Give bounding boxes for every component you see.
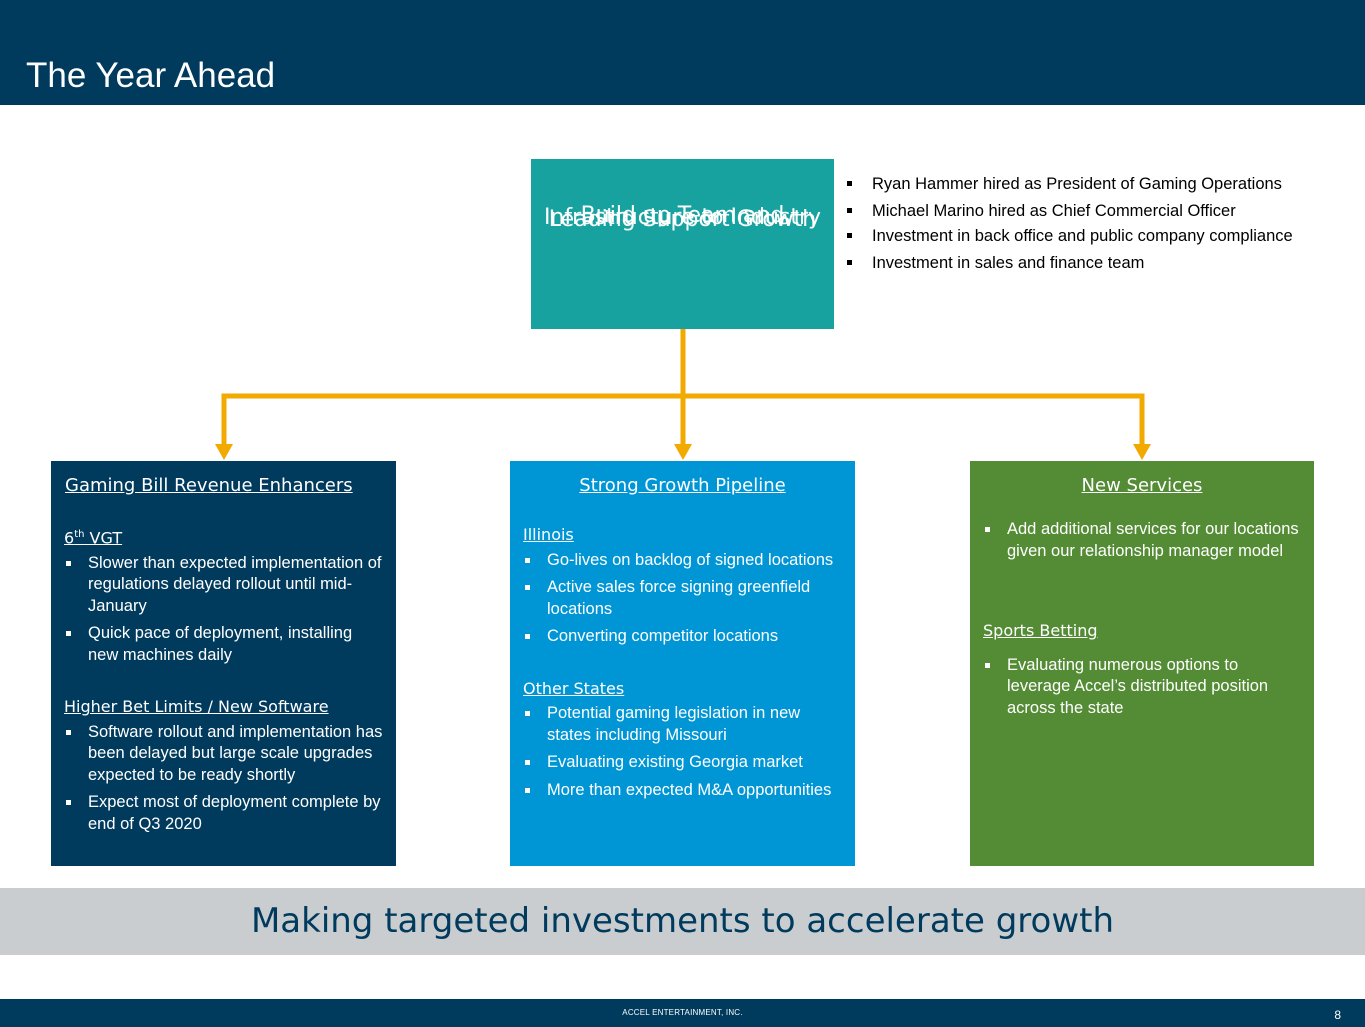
slide-title: The Year Ahead <box>26 56 276 95</box>
team-infrastructure-text: Build up Team and Infrastructure to Indu… <box>533 203 833 234</box>
arrow-head-left <box>215 444 233 460</box>
vgt-number: 6 <box>64 528 75 548</box>
bullet-item: More than expected M&A opportunities <box>523 780 845 802</box>
bullet-item: Converting competitor locations <box>523 626 845 648</box>
bullet-item: Potential gaming legislation in new stat… <box>523 703 845 746</box>
card-body: Add additional services for our location… <box>983 519 1304 725</box>
connector-branch <box>221 393 1145 447</box>
bullet-item: Evaluating numerous options to leverage … <box>983 655 1304 720</box>
bullet-item: Investment in sales and finance team <box>846 253 1296 274</box>
bullet-item: Active sales force signing greenfield lo… <box>523 577 845 620</box>
growth-pipeline-card: Strong Growth Pipeline Illinois Go-lives… <box>510 461 855 866</box>
bullet-item: Evaluating existing Georgia market <box>523 752 845 774</box>
vgt-label: VGT <box>84 528 123 548</box>
box-line: Infrastructure to Industry <box>543 204 822 230</box>
summary-banner: Making targeted investments to accelerat… <box>0 888 1365 955</box>
card-body: 6th VGT Slower than expected implementat… <box>64 524 386 841</box>
bullet-item: Add additional services for our location… <box>983 519 1304 562</box>
new-services-card: New Services Add additional services for… <box>970 461 1314 866</box>
card-body: Illinois Go-lives on backlog of signed l… <box>523 524 845 807</box>
subheading-vgt: 6th VGT <box>64 524 386 549</box>
bullet-item: Michael Marino hired as Chief Commercial… <box>846 201 1296 222</box>
bullet-item: Ryan Hammer hired as President of Gaming… <box>846 174 1296 195</box>
subheading-other-states: Other States <box>523 678 625 698</box>
card-title: New Services <box>1081 475 1203 496</box>
page-number: 8 <box>1334 1008 1341 1022</box>
box-line: Leading Support Growth <box>548 206 817 232</box>
top-bullet-list: Ryan Hammer hired as President of Gaming… <box>846 174 1296 280</box>
box-line: Build up Team and <box>580 202 785 228</box>
arrow-head-right <box>1133 444 1151 460</box>
slide-header: The Year Ahead <box>0 0 1365 105</box>
bullet-item: Expect most of deployment complete by en… <box>64 792 386 835</box>
vgt-ordinal: th <box>74 529 85 540</box>
card-title: Strong Growth Pipeline <box>579 475 786 496</box>
bullet-item: Slower than expected implementation of r… <box>64 553 386 618</box>
team-infrastructure-box: Build up Team and Infrastructure to Indu… <box>531 159 834 329</box>
footer-company: ACCEL ENTERTAINMENT, INC. <box>622 1008 743 1017</box>
banner-text: Making targeted investments to accelerat… <box>250 901 1115 941</box>
connector-arrows <box>215 329 1151 460</box>
slide-footer: ACCEL ENTERTAINMENT, INC. 8 <box>0 999 1365 1027</box>
card-title: Gaming Bill Revenue Enhancers <box>65 475 353 496</box>
bullet-item: Software rollout and implementation has … <box>64 722 386 787</box>
bullet-item: Investment in back office and public com… <box>846 226 1296 247</box>
bullet-item: Go-lives on backlog of signed locations <box>523 550 845 572</box>
bullet-item: Quick pace of deployment, installing new… <box>64 623 386 666</box>
subheading-illinois: Illinois <box>523 525 574 544</box>
subheading-sports-betting: Sports Betting <box>983 621 1098 640</box>
gaming-bill-card: Gaming Bill Revenue Enhancers 6th VGT Sl… <box>51 461 396 866</box>
arrow-head-center <box>674 444 692 460</box>
subheading-bet-limits: Higher Bet Limits / New Software <box>64 697 329 717</box>
